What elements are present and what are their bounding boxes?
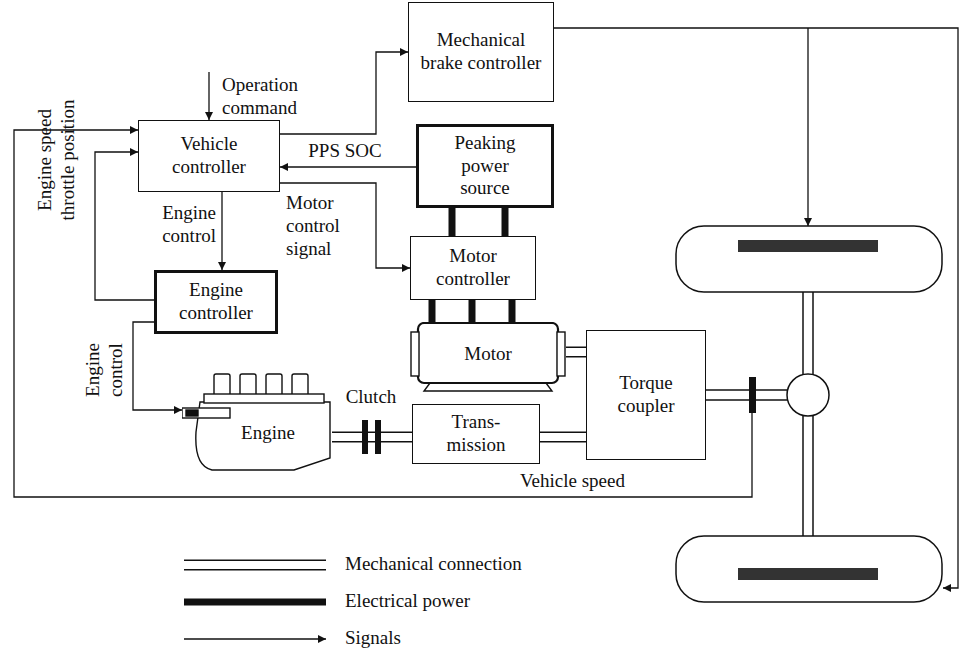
signal-arrow [280, 167, 416, 168]
signal-label: Vehicle speed [520, 470, 680, 493]
edge-label: Engine control [82, 330, 128, 410]
brake-signal-line [554, 28, 958, 588]
power-cable [452, 208, 505, 236]
process-box: Torque coupler [586, 330, 706, 460]
legend-sample [184, 602, 326, 603]
engine-block: Engine [182, 372, 332, 472]
signal-arrow [280, 52, 408, 134]
vehicle-speed-line [14, 130, 752, 497]
signal-arrow [133, 322, 182, 410]
signal-arrow [222, 192, 223, 270]
node-text: Engine controller [163, 279, 269, 325]
legend-text: Signals [345, 627, 401, 650]
process-box: Motor controller [410, 236, 536, 300]
clutch-plate [375, 420, 381, 454]
process-box: Trans- mission [412, 404, 540, 464]
node-text: Vehicle controller [145, 133, 273, 179]
speed-sensor [749, 377, 756, 413]
node-text: Motor [464, 343, 512, 366]
node-text: Motor controller [417, 245, 529, 291]
power-cable [432, 300, 512, 322]
edge-label: Engine speed throttle position [34, 90, 80, 230]
mechanical-connection [566, 352, 586, 353]
brake-signal-line [807, 28, 808, 226]
differential [787, 374, 829, 416]
legend-text: Mechanical connection [345, 553, 522, 576]
node-text: Trans- mission [441, 411, 511, 457]
clutch-plate [362, 420, 368, 454]
mechanical-connection [540, 437, 586, 438]
legend-sample [184, 639, 326, 640]
output-shaft [706, 399, 790, 401]
mechanical-connection [332, 437, 412, 438]
wheel [676, 226, 942, 292]
process-box: Mechanical brake controller [408, 2, 554, 102]
legend-sample [184, 565, 326, 566]
node-text: Peaking power source [435, 132, 535, 200]
wheel [676, 536, 942, 602]
process-box: Peaking power source [416, 124, 554, 208]
legend-text: Electrical power [345, 590, 470, 613]
process-box: Vehicle controller [138, 120, 280, 192]
signal-arrow [280, 183, 410, 268]
motor-body: Motor [410, 322, 566, 392]
brake-band [738, 240, 878, 252]
brake-band [738, 568, 878, 580]
edge-label: Engine control [136, 202, 216, 248]
command-line [208, 72, 209, 120]
edge-label: Clutch [331, 386, 411, 409]
output-shaft [706, 389, 790, 391]
signal-label: Operation command [222, 74, 342, 120]
edge-label: PPS SOC [285, 140, 405, 163]
node-text: Engine [241, 422, 295, 445]
edge-label: Motor control signal [286, 192, 366, 260]
node-text: Mechanical brake controller [415, 29, 547, 75]
process-box: Engine controller [154, 270, 278, 334]
node-text: Torque coupler [598, 372, 694, 418]
